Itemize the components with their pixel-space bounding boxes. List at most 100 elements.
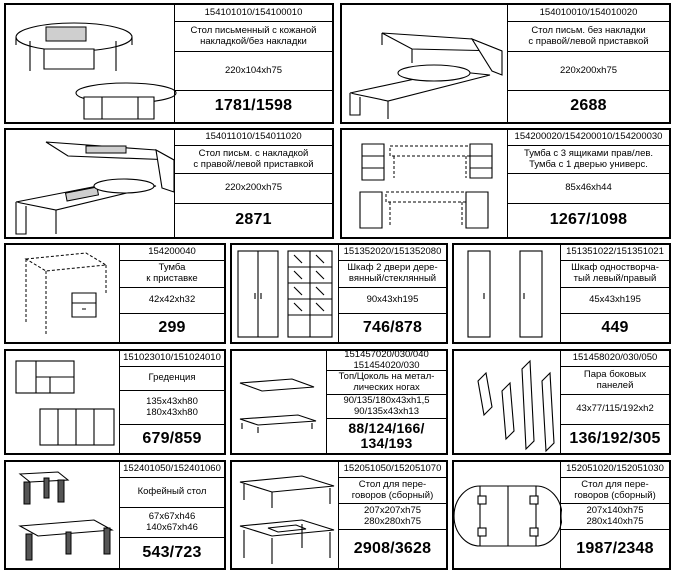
text-line: 90x43xh195 <box>366 294 419 306</box>
product-info: 151023010/151024010 Греденция 135x43xh80… <box>119 351 224 453</box>
text-line: 151458020/030/050 <box>572 352 658 364</box>
product-price: 2908/3628 <box>353 539 432 557</box>
text-line: 152051020/152051030 <box>566 463 664 475</box>
text-line: 280x280xh75 <box>363 515 422 527</box>
product-info-1: 154101010/154100010 Стол письменный с ко… <box>174 5 332 122</box>
text-line: лических ногах <box>353 381 420 393</box>
text-line: 207x207xh75 <box>363 504 422 516</box>
product-price: 543/723 <box>142 543 202 561</box>
product-price: 746/878 <box>362 318 423 336</box>
product-info: 151352020/151352080 Шкаф 2 двери дере-вя… <box>338 245 446 342</box>
corner-desk-icon <box>342 5 507 122</box>
text-line: Стол письм. с накладкой <box>198 147 309 159</box>
product-info: 154011010/154011020 Стол письм. с наклад… <box>174 130 332 237</box>
product-info-2: 154010010/154010020 Стол письм. без накл… <box>507 5 669 122</box>
text-line: 67x67xh46 <box>148 510 196 522</box>
product-card-7: 151351022/151351021 Шкаф одностворча-тый… <box>452 243 671 344</box>
coffee-table-icon <box>6 462 119 568</box>
oval-meeting-table-icon <box>454 462 562 568</box>
text-line: 88/124/166/ <box>348 420 425 437</box>
product-name: Греденция <box>120 367 224 391</box>
text-line: 180x43xh80 <box>146 406 198 418</box>
text-line: 151352020/151352080 <box>343 246 442 258</box>
text-line: 280x140xh75 <box>586 515 644 527</box>
product-info: 152401050/152401060 Кофейный стол 67x67x… <box>119 462 224 568</box>
text-line: 45x43xh195 <box>589 294 641 306</box>
product-code: 152051020/152051030 <box>561 462 669 478</box>
text-line: вянный/стеклянный <box>348 273 437 284</box>
product-name: Кофейный стол <box>120 478 224 508</box>
product-name: Шкаф 2 двери дере-вянный/стеклянный <box>339 261 446 288</box>
product-price: 88/124/166/134/193 <box>327 419 446 453</box>
text-line: к приставке <box>146 273 198 284</box>
small-pedestal-icon <box>6 245 119 342</box>
product-dims: 220x104xh75 <box>175 52 332 91</box>
product-code: 152401050/152401060 <box>120 462 224 478</box>
text-line: 154010010/154010020 <box>539 6 638 18</box>
product-card-1: 154101010/154100010 Стол письменный с ко… <box>4 3 334 124</box>
product-code: 154200040 <box>120 245 224 261</box>
text-line: 151351022/151351021 <box>566 246 664 258</box>
top-plinth-icon <box>232 351 328 453</box>
text-line: тый левый/правый <box>573 273 657 284</box>
text-line: 220x200xh75 <box>559 64 618 76</box>
text-line: Шкаф 2 двери дере- <box>347 262 438 274</box>
text-line: Кофейный стол <box>137 486 207 498</box>
text-line: 151454020/030 <box>353 359 420 371</box>
text-line: 220x200xh75 <box>224 182 283 194</box>
product-price: 1267/1098 <box>549 211 628 229</box>
text-line: 220x104xh75 <box>224 64 283 76</box>
text-line: панелей <box>596 379 634 391</box>
oval-desk-icon <box>6 5 178 122</box>
product-info: 152051020/152051030 Стол для пере-говоро… <box>560 462 669 568</box>
product-dims: 45x43xh195 <box>561 288 669 314</box>
product-price: 299 <box>158 318 186 336</box>
text-line: 154101010/154100010 <box>204 6 303 18</box>
text-line: 90/135x43xh13 <box>354 405 419 417</box>
text-line: Греденция <box>148 372 196 384</box>
product-card-3: 154011010/154011020 Стол письм. с наклад… <box>4 128 334 239</box>
text-line: с правой/левой приставкой <box>193 158 314 170</box>
text-line: Тумба с 1 дверью универс. <box>529 158 648 170</box>
product-code: 154011010/154011020 <box>175 130 332 146</box>
text-line: Тумба <box>158 262 186 274</box>
product-price: 1987/2348 <box>576 539 654 557</box>
text-line: 135x43xh80 <box>146 395 198 407</box>
product-name: Топ/Цоколь на метал-лических ногах <box>327 371 446 395</box>
text-line: 43x77/115/192xh2 <box>576 403 654 415</box>
product-card-8: 151023010/151024010 Греденция 135x43xh80… <box>4 349 226 455</box>
product-name: Стол для пере-говоров (сборный) <box>339 478 446 504</box>
product-name: Шкаф одностворча-тый левый/правый <box>561 261 669 288</box>
credenza-icon <box>6 351 119 453</box>
product-card-6: 151352020/151352080 Шкаф 2 двери дере-вя… <box>230 243 448 344</box>
product-name: Тумба с 3 ящиками прав/лев.Тумба с 1 две… <box>508 146 669 174</box>
text-line: говоров (сборный) <box>351 489 434 501</box>
text-line: с правой/левой приставкой <box>528 35 649 47</box>
text-line: говоров (сборный) <box>574 489 656 501</box>
product-code: 154200020/154200010/154200030 <box>508 130 669 146</box>
product-price: 2871 <box>235 211 272 229</box>
corner-desk-inlay-icon <box>6 130 178 237</box>
text-line: 85x46xh44 <box>565 182 612 194</box>
text-line: 90/135/180x43xh1,5 <box>343 394 430 406</box>
product-dims: 42x42xh32 <box>120 288 224 314</box>
product-price: 2688 <box>570 97 607 115</box>
product-info: 151351022/151351021 Шкаф одностворча-тый… <box>560 245 669 342</box>
text-line: 134/193 <box>360 435 413 451</box>
text-line: Стол письм. без накладки <box>531 24 646 36</box>
product-card-13: 152051020/152051030 Стол для пере-говоро… <box>452 460 671 570</box>
text-line: 151457020/030/040 <box>344 348 429 360</box>
product-dims: 90x43xh195 <box>339 288 446 314</box>
